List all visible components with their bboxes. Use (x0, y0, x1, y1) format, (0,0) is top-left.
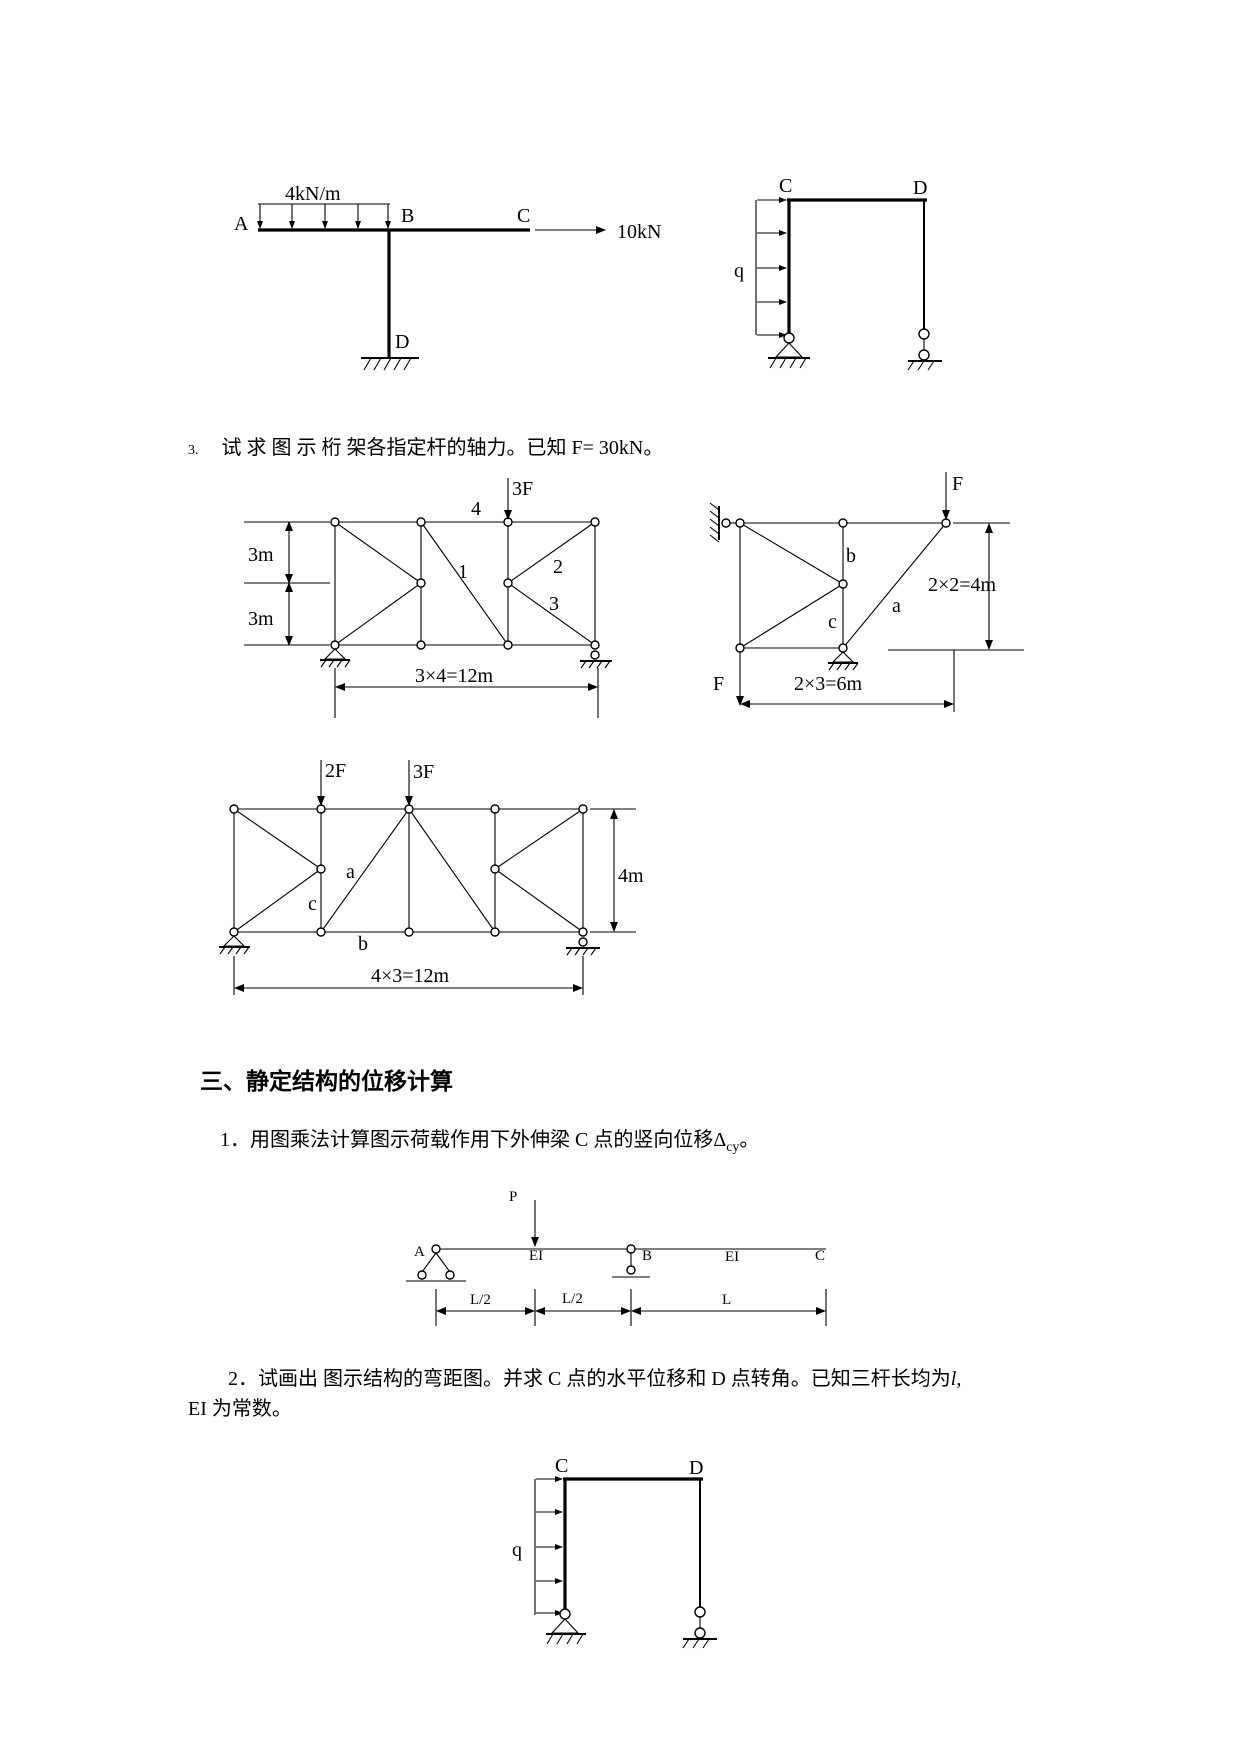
fig1-force-label: 10kN (617, 221, 661, 243)
truss3-load-2F: 2F (325, 760, 346, 782)
figure-2-frame: C D q (734, 175, 942, 371)
fig2-label-C: C (779, 175, 792, 197)
beam-label-EI-2: EI (725, 1249, 739, 1265)
beam-label-EI-1: EI (529, 1248, 543, 1264)
fig2-label-q: q (734, 260, 744, 282)
truss2-load-top: F (952, 473, 963, 495)
beam-label-B: B (642, 1248, 652, 1264)
overhang-beam: P A B C EI EI L/2 L/2 L (406, 1189, 827, 1326)
beam-label-C: C (815, 1248, 825, 1264)
truss1-bar-1: 1 (458, 561, 468, 583)
truss1-load-label: 3F (512, 478, 533, 500)
paragraph-1-text: 1．用图乘法计算图示荷载作用下外伸梁 C 点的竖向位移Δ (220, 1129, 727, 1151)
paragraph-2-line-2: EI 为常数。 (188, 1398, 292, 1420)
beam-seg-3: L (722, 1292, 731, 1308)
truss2-height: 2×2=4m (928, 574, 997, 596)
truss3-bar-c: c (308, 893, 317, 915)
fig2-label-D: D (913, 177, 927, 199)
question-3-text: 试 求 图 示 桁 架各指定杆的轴力。已知 F= 30kN。 (221, 437, 664, 459)
truss2-bar-b: b (846, 545, 856, 567)
fig1-label-C: C (517, 205, 530, 227)
truss1-bar-3: 3 (549, 593, 559, 615)
question-3-number: 3. (188, 443, 199, 458)
fig3-label-D: D (689, 1457, 703, 1479)
beam-seg-1: L/2 (470, 1292, 491, 1308)
truss3-span: 4×3=12m (371, 965, 450, 987)
truss2-load-bottom: F (713, 673, 724, 695)
truss1-span: 3×4=12m (415, 665, 494, 687)
paragraph-1-subscript: cy (726, 1140, 740, 1155)
figure-3-frame: C D q (512, 1455, 717, 1649)
fig3-label-q: q (512, 1539, 522, 1561)
fig1-load-label: 4kN/m (285, 183, 341, 205)
truss1-dim-top: 3m (248, 544, 274, 566)
truss3-height: 4m (618, 865, 644, 887)
paragraph-2-comma: , (956, 1368, 962, 1390)
fig1-label-B: B (401, 205, 414, 227)
truss1-bar-4: 4 (471, 498, 481, 520)
section-heading: 三、静定结构的位移计算 (200, 1069, 453, 1095)
fig1-label-A: A (234, 213, 249, 235)
truss1-bar-2: 2 (553, 556, 563, 578)
truss2-span: 2×3=6m (794, 673, 863, 695)
truss3-bar-a: a (346, 861, 355, 883)
truss2-bar-c: c (828, 611, 837, 633)
fig1-label-D: D (395, 331, 409, 353)
paragraph-2-length-symbol: l (950, 1368, 957, 1390)
truss-1: 3F 4 1 2 3 3m 3m 3×4=12m (244, 478, 612, 718)
truss2-bar-a: a (892, 595, 901, 617)
beam-label-A: A (414, 1244, 425, 1260)
truss-3: 2F 3F a c b 4m 4×3=12m (219, 760, 644, 995)
paragraph-1: 1．用图乘法计算图示荷载作用下外伸梁 C 点的竖向位移Δcy。 (220, 1125, 759, 1163)
paragraph-2-line-1: 2．试画出 图示结构的弯距图。并求 C 点的水平位移和 D 点转角。已知三杆长均… (228, 1364, 961, 1394)
beam-seg-2: L/2 (562, 1291, 583, 1307)
paragraph-2-text: 2．试画出 图示结构的弯距图。并求 C 点的水平位移和 D 点转角。已知三杆长均… (228, 1368, 951, 1390)
truss3-load-3F: 3F (413, 761, 434, 783)
truss-2: F F b c a 2×2=4m 2×3=6m (709, 472, 1024, 712)
fig3-label-C: C (555, 1455, 568, 1477)
truss3-bar-b: b (358, 933, 368, 955)
paragraph-1-end: 。 (739, 1129, 760, 1151)
question-3: 3. 试 求 图 示 桁 架各指定杆的轴力。已知 F= 30kN。 (188, 433, 663, 466)
beam-label-P: P (509, 1189, 517, 1205)
truss1-dim-bottom: 3m (248, 608, 274, 630)
figure-1-frame: 4kN/m A B C D 10kN (234, 183, 661, 371)
